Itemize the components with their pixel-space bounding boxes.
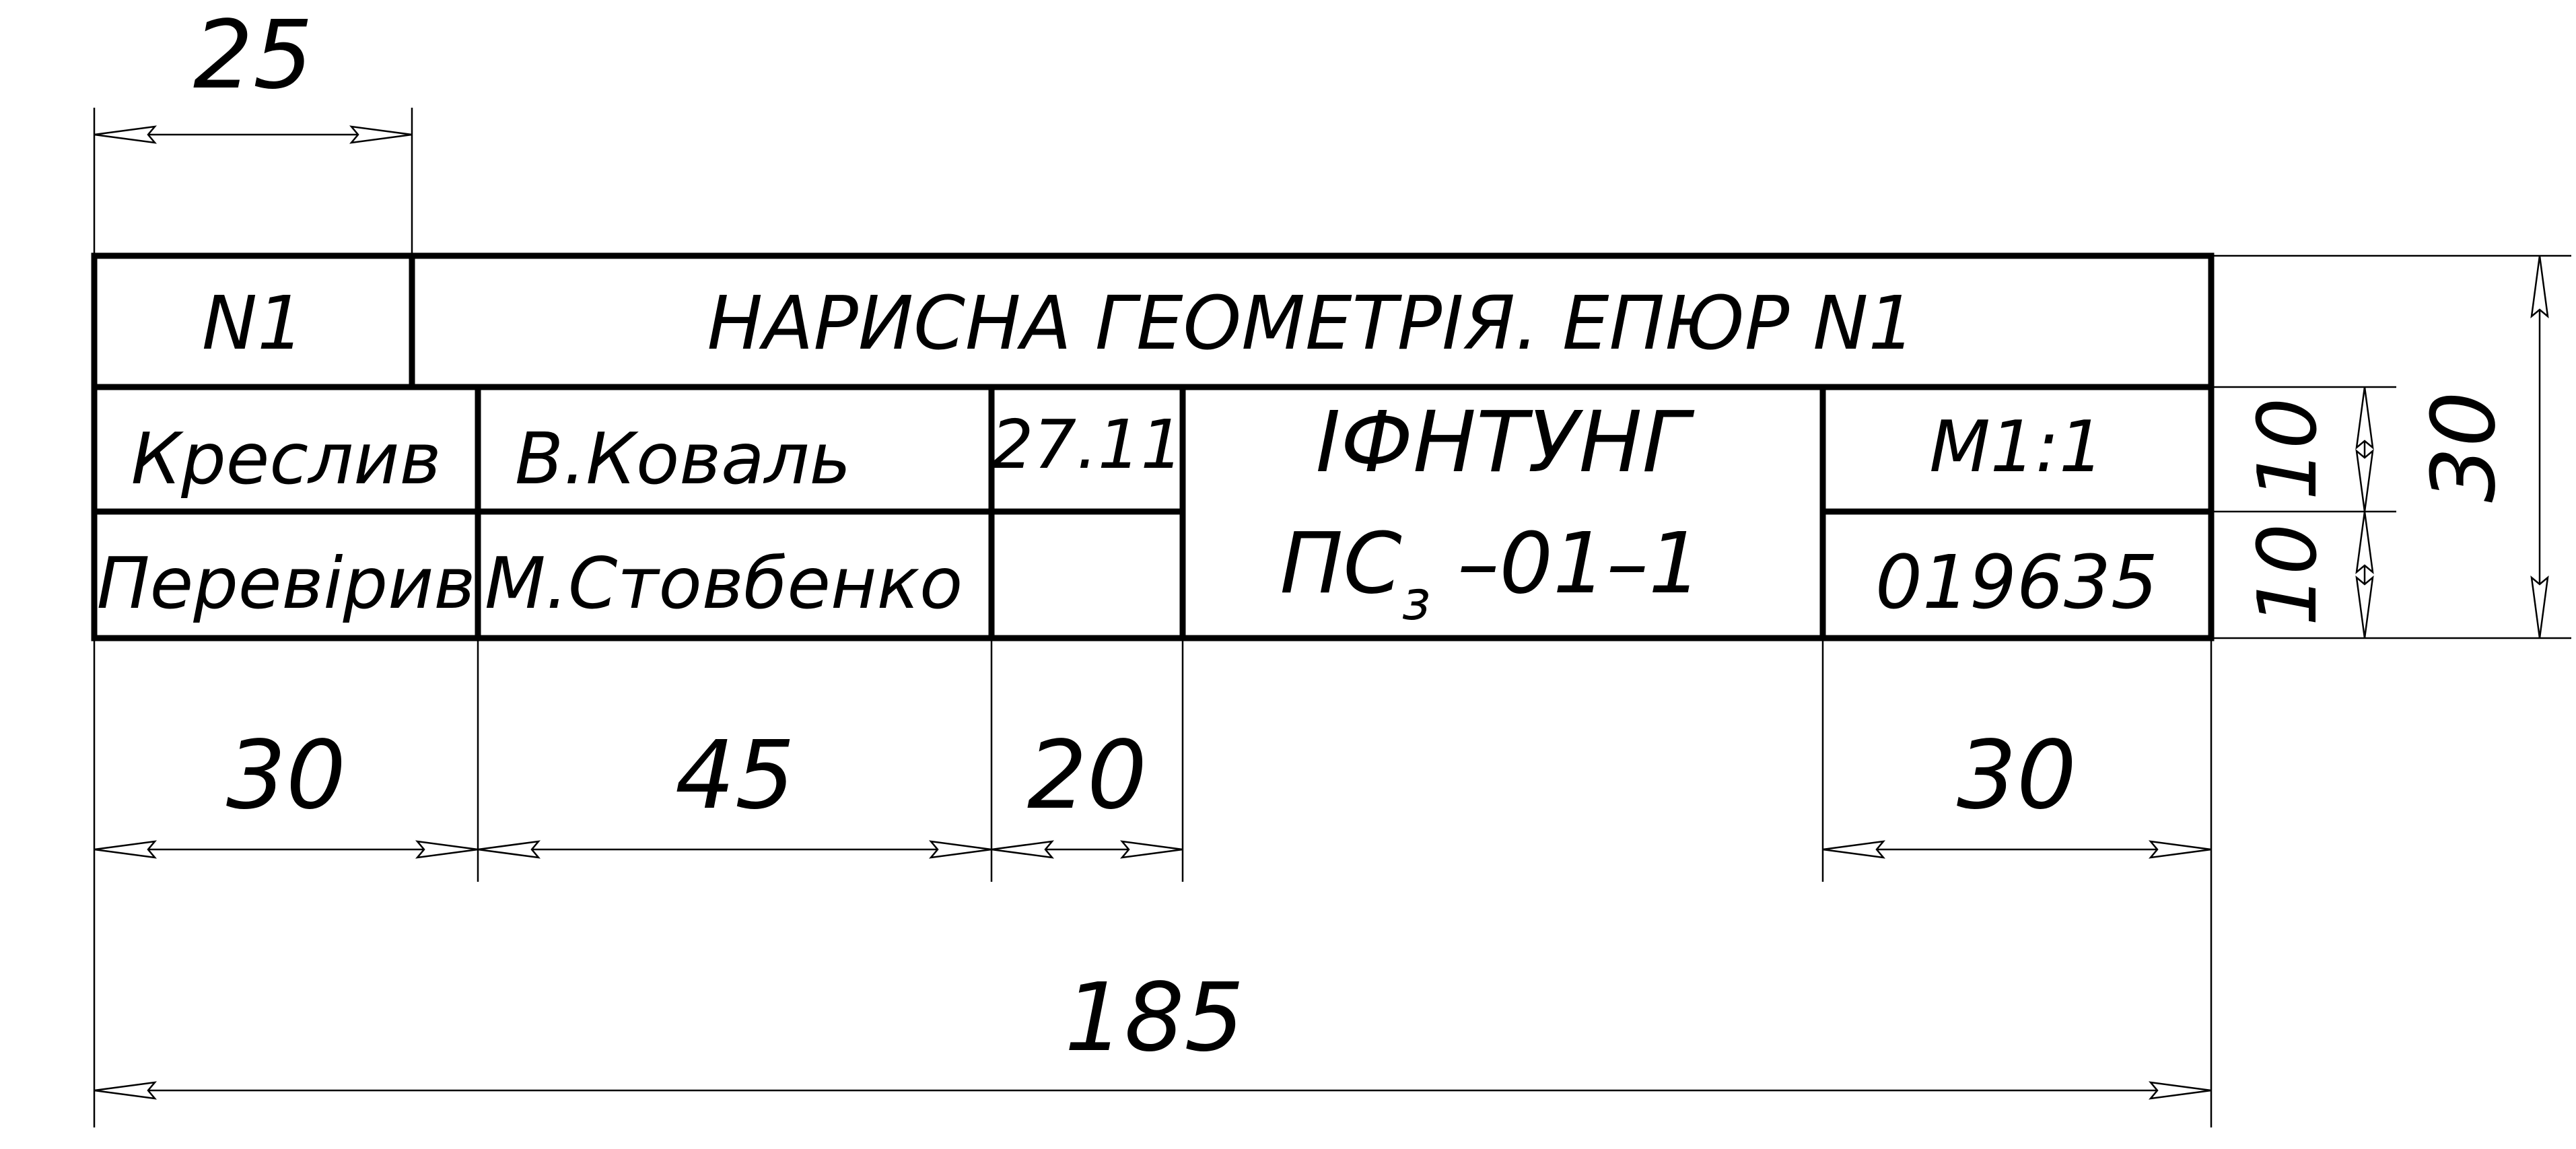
sheet-code: N1 (202, 280, 304, 366)
arrow-head (1119, 840, 1183, 859)
checked-by-label: Перевірив (97, 543, 476, 625)
arrow-head (2148, 1081, 2212, 1100)
arrow-head (2530, 255, 2549, 319)
document-number: 019635 (1875, 539, 2158, 625)
scale: М1:1 (1929, 406, 2104, 488)
arrow-head (2530, 575, 2549, 639)
arrow-head (928, 840, 992, 859)
arrow-head (2355, 511, 2374, 575)
arrow-head (94, 840, 158, 859)
dim-col1-width: 30 (226, 721, 346, 831)
arrow-head (349, 125, 413, 144)
arrow-head (2355, 386, 2374, 450)
dimension-arrows (94, 125, 2549, 1100)
arrow-head (2355, 575, 2374, 639)
drawn-by-name: В.Коваль (515, 418, 851, 500)
arrow-head (2355, 448, 2374, 512)
checked-by-name: М.Стовбенко (485, 543, 963, 625)
dimension-text: 25 30 45 20 30 185 10 10 30 (193, 1, 2515, 1073)
arrow-head (94, 1081, 158, 1100)
arrow-head (1822, 840, 1886, 859)
arrow-head (477, 840, 541, 859)
arrow-head (415, 840, 479, 859)
dim-col3-width: 20 (1027, 721, 1147, 831)
dim-total-width: 185 (1064, 963, 1244, 1073)
dim-last-col-width: 30 (1957, 721, 2077, 831)
arrow-head (2148, 840, 2212, 859)
arrow-head (94, 125, 158, 144)
group-code: ПСз –01–1 (1280, 515, 1702, 632)
dim-row2-height: 10 (2241, 524, 2335, 627)
group-code-subscript: з (1402, 569, 1431, 632)
title-block-frame (91, 252, 2215, 641)
drawn-by-label: Креслив (131, 418, 442, 500)
organization: ІФНТУНГ (1316, 394, 1695, 491)
group-code-rest: –01–1 (1430, 515, 1702, 613)
dim-row1-height: 10 (2241, 398, 2335, 501)
dim-first-column-width: 25 (193, 1, 313, 110)
dim-total-height: 30 (2412, 391, 2515, 502)
title-block-text: N1 НАРИСНА ГЕОМЕТРІЯ. ЕПЮР N1 Креслив В.… (97, 280, 2158, 632)
group-code-main: ПС (1280, 515, 1401, 613)
drawn-date: 27.11 (991, 405, 1183, 484)
drawing-title: НАРИСНА ГЕОМЕТРІЯ. ЕПЮР N1 (707, 280, 1916, 366)
dim-col2-width: 45 (675, 721, 795, 831)
extension-lines (93, 108, 2571, 1127)
arrow-head (991, 840, 1055, 859)
